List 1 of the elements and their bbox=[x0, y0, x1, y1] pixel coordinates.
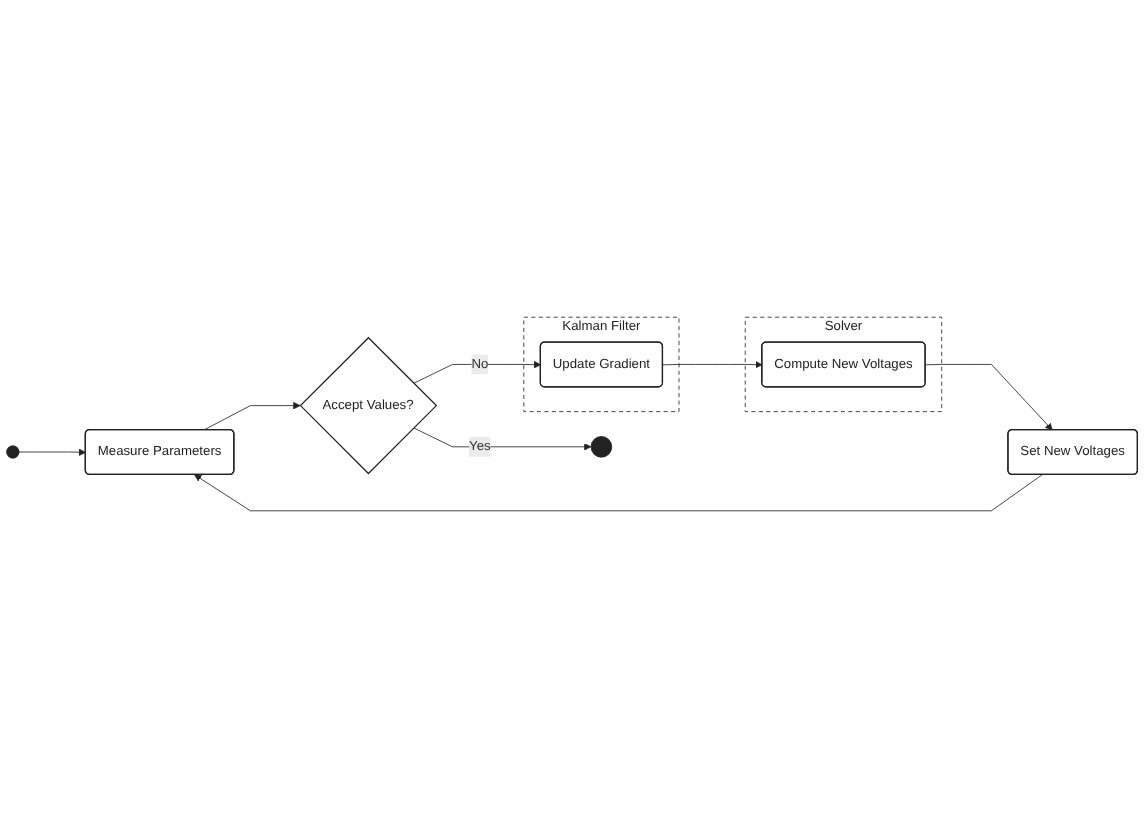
node-circle bbox=[6, 445, 20, 459]
